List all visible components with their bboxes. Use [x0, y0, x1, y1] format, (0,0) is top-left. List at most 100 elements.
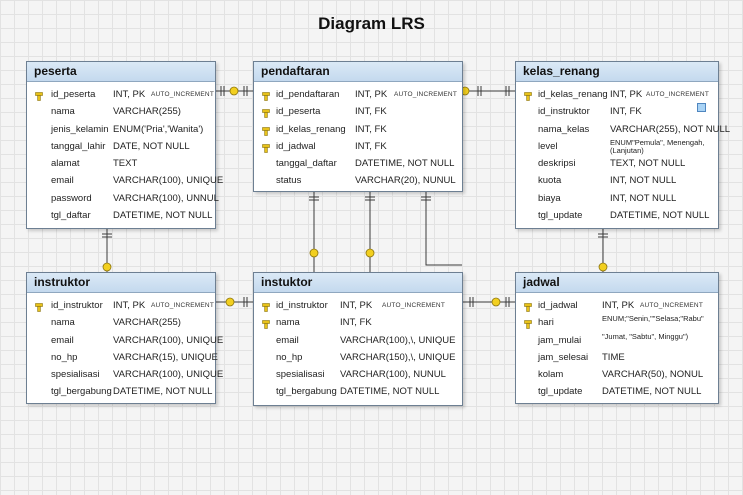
column-type: VARCHAR(100), UNIQUE	[113, 334, 224, 346]
column-type: ENUM('Pria','Wanita')	[113, 123, 204, 135]
column-type: INT, FK	[355, 140, 387, 152]
column-name: id_instruktor	[276, 300, 328, 311]
column-type: DATETIME, NOT NULL	[602, 386, 702, 398]
column-row: deskripsi TEXT, NOT NULL	[516, 155, 718, 172]
crowfoot-pendaftaran-right	[477, 86, 482, 96]
connector-dot	[491, 297, 501, 307]
column-name: spesialisasi	[276, 369, 325, 381]
column-type: VARCHAR(100),\, UNIQUE	[340, 334, 456, 346]
column-type: VARCHAR(15), UNIQUE	[113, 351, 218, 363]
entity-header: pendaftaran	[254, 62, 462, 82]
connector-dot	[229, 86, 239, 96]
column-name: id_pendaftaran	[276, 89, 340, 100]
column-type: VARCHAR(100), NUNUL	[340, 369, 446, 381]
column-row: kuota INT, NOT NULL	[516, 172, 718, 189]
column-type: INT, NOT NULL	[610, 175, 677, 187]
crowfoot-pend-3	[421, 196, 431, 201]
connector-dot	[598, 262, 608, 272]
column-type: VARCHAR(255)	[113, 106, 181, 118]
primary-key-icon	[262, 301, 270, 312]
column-type: VARCHAR(100), UNIQUE	[113, 175, 224, 187]
column-type: INT, FK	[610, 106, 642, 118]
column-type: INT, PK	[355, 89, 388, 100]
entity-pendaftaran[interactable]: pendaftaran id_pendaftaran INT, PK AUTO_IN…	[253, 61, 463, 192]
line-pendaftaran-instuktor-3	[425, 190, 462, 266]
column-type: VARCHAR(100), UNNUL	[113, 192, 219, 204]
column-row: jenis_kelamin ENUM('Pria','Wanita')	[27, 121, 215, 138]
column-type: INT, PK	[610, 89, 643, 100]
column-name: deskripsi	[538, 158, 576, 170]
column-name: id_peserta	[276, 106, 321, 118]
column-name: nama	[51, 317, 75, 329]
column-type: DATETIME, NOT NULL	[355, 158, 455, 170]
note-square-icon	[697, 103, 706, 112]
entity-header: peserta	[27, 62, 215, 82]
column-type: INT, PK	[602, 300, 635, 311]
column-name: tanggal_lahir	[51, 140, 106, 152]
column-name: no_hp	[51, 351, 78, 363]
primary-key-icon	[262, 90, 270, 101]
column-name: email	[51, 175, 74, 187]
crowfoot-jadwal-left	[505, 297, 510, 307]
column-row: no_hp VARCHAR(15), UNIQUE	[27, 349, 218, 366]
entity-columns: id_pendaftaran INT, PK AUTO_INCREMENT id_pe…	[254, 82, 462, 190]
column-type: DATETIME, NOT NULL	[340, 386, 440, 398]
crowfoot-peserta-bottom	[102, 233, 112, 238]
column-extra: AUTO_INCREMENT	[646, 91, 709, 98]
column-name: kuota	[538, 175, 562, 187]
column-type: VARCHAR(150),\, UNIQUE	[340, 351, 456, 363]
primary-key-icon	[524, 318, 532, 330]
column-row: email VARCHAR(100), UNIQUE	[27, 172, 223, 189]
column-type: INT, FK	[340, 317, 372, 329]
column-name: no_hp	[276, 351, 303, 363]
column-type: INT, PK	[113, 300, 146, 311]
entity-header: instruktor	[27, 273, 215, 293]
column-type: DATETIME, NOT NULL	[113, 386, 213, 398]
primary-key-icon	[262, 318, 270, 330]
entity-header: instuktor	[254, 273, 462, 293]
column-type: VARCHAR(255), NOT NULL	[610, 123, 731, 135]
column-extra: AUTO_INCREMENT	[394, 91, 457, 98]
crowfoot-instuktor-left	[243, 297, 248, 307]
column-name: id_jadwal	[538, 300, 578, 311]
column-type: TEXT, NOT NULL	[610, 158, 686, 170]
column-row: biaya INT, NOT NULL	[516, 190, 718, 207]
column-extra: AUTO_INCREMENT	[151, 302, 214, 309]
column-name: id_kelas_renang	[538, 89, 608, 100]
column-name: biaya	[538, 192, 561, 204]
column-type: VARCHAR(20), NUNUL	[355, 175, 456, 187]
diagram-title: Diagram LRS	[318, 14, 425, 33]
column-type: INT, FK	[355, 106, 387, 118]
crowfoot-kelas-left	[505, 86, 510, 96]
column-type: INT, NOT NULL	[610, 192, 677, 204]
column-name: jenis_kelamin	[51, 123, 109, 135]
column-name: password	[51, 192, 92, 204]
primary-key-icon	[35, 301, 43, 312]
crowfoot-pendaftaran-side	[243, 86, 248, 96]
